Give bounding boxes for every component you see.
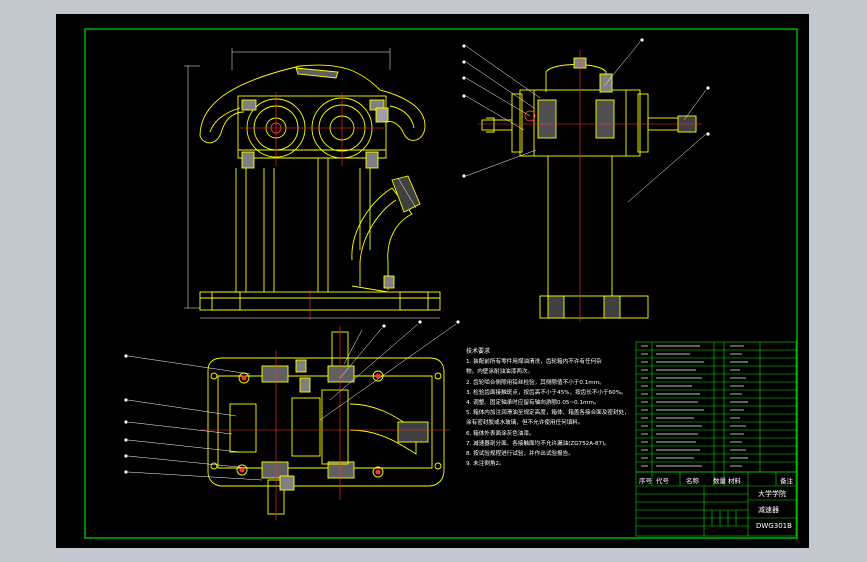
header-name: 名称 bbox=[686, 477, 699, 485]
side-view bbox=[478, 50, 702, 322]
institution-name: 大学学院 bbox=[758, 490, 786, 498]
paper-space bbox=[56, 14, 809, 548]
technical-requirement-line: 6. 箱体外表面涂灰色油漆。 bbox=[466, 430, 535, 437]
section-view bbox=[207, 331, 445, 515]
section-view-balloons bbox=[124, 320, 460, 474]
drawing-name: 减速器 bbox=[758, 506, 779, 514]
section-view-centerlines bbox=[200, 326, 450, 520]
technical-requirement-line: 7. 减速器剖分面、各接触面均不允许漏油(ZG752A-87)。 bbox=[466, 440, 610, 447]
technical-requirement-line: 1. 装配前所有零件用煤油清洗，齿轮箱内不许有任何杂 bbox=[466, 359, 602, 366]
header-seq: 序号 bbox=[639, 477, 652, 485]
section-view-leaders bbox=[127, 323, 457, 481]
technical-requirement-line: 8. 按试验规程进行试验，并作出试验报告。 bbox=[466, 451, 574, 458]
technical-requirement-line: 物。内壁涂耐油油漆两次。 bbox=[466, 369, 534, 376]
side-view-balloons bbox=[462, 38, 710, 178]
parts-list bbox=[635, 341, 797, 473]
header-qty: 数量 bbox=[713, 477, 726, 485]
title-block bbox=[635, 471, 797, 537]
header-code: 代号 bbox=[656, 477, 669, 485]
drawing-number: DWG301B bbox=[756, 522, 792, 530]
technical-requirement-line: 涂有密封胶或水玻璃，但不允许使用任何填料。 bbox=[466, 420, 584, 427]
drawing-border bbox=[84, 28, 798, 539]
parts-list-entries bbox=[641, 345, 748, 467]
side-view-leaders bbox=[465, 41, 707, 203]
technical-requirement-line: 2. 齿轮啮合侧隙用铅丝检验，其侧隙值不小于0.1mm。 bbox=[466, 379, 605, 386]
technical-requirement-line: 5. 箱体内加注润滑油至规定高度，箱体、箱盖各接合面及密封处， bbox=[466, 410, 630, 417]
technical-requirement-line: 9. 未注倒角2。 bbox=[466, 461, 505, 468]
technical-requirements-title: 技术要求 bbox=[466, 348, 491, 355]
technical-requirement-line: 4. 调整、固定轴承时应留有轴向游隙0.05~0.1mm。 bbox=[466, 400, 600, 407]
header-material: 材料 bbox=[728, 477, 741, 485]
header-remarks: 备注 bbox=[780, 477, 793, 485]
technical-requirements: 技术要求 1. 装配前所有零件用煤油清洗，齿轮箱内不许有任何杂 物。内壁涂耐油油… bbox=[466, 347, 641, 469]
front-view bbox=[184, 48, 441, 320]
technical-requirement-line: 3. 检验齿面接触斑点，按齿高不小于45%，按齿长不小于60%。 bbox=[466, 389, 627, 396]
